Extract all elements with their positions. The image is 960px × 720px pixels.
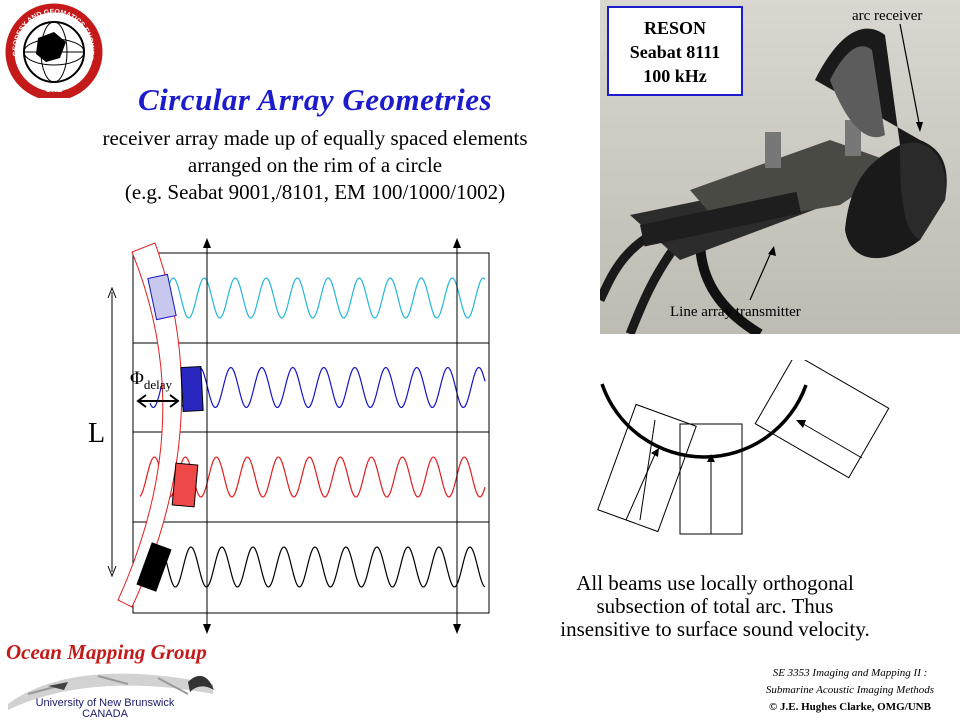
logo-unb-text: UNB	[45, 85, 63, 94]
arc-receiver-label: arc receiver	[852, 8, 923, 24]
beam-center	[679, 423, 743, 535]
subtitle-line-3: (e.g. Seabat 9001,/8101, EM 100/1000/100…	[124, 180, 506, 204]
array-element-1	[147, 273, 177, 321]
total-arc	[600, 383, 808, 459]
phase-delay-label: Φdelay	[130, 368, 172, 393]
geodesy-logo: GEODESY AND GEOMATICS ENGINEERING UNB	[2, 2, 103, 98]
beam-arrow-right	[453, 238, 461, 634]
unb-name: University of New Brunswick	[35, 697, 175, 709]
beam-arrow-left	[203, 238, 211, 634]
wave-diagram	[107, 238, 490, 634]
array-element-2	[180, 365, 204, 413]
sonar-swath-graphic	[8, 673, 214, 710]
caption-line-2: subsection of total arc. Thus	[596, 594, 834, 618]
course-line-2: Submarine Acoustic Imaging Methods	[765, 684, 935, 696]
caption-line-1: All beams use locally orthogonal	[576, 571, 854, 595]
line-array-label: Line array transmitter	[670, 304, 801, 320]
subtitle-line-2: arranged on the rim of a circle	[187, 153, 443, 177]
reson-line-3: 100 kHz	[643, 66, 707, 86]
grid-frame	[132, 252, 490, 614]
reson-label-box: RESON Seabat 8111 100 kHz	[607, 6, 743, 96]
reson-line-1: RESON	[643, 18, 706, 38]
length-label: L	[88, 418, 106, 449]
length-arrow	[107, 286, 117, 578]
ocean-mapping-group-logo: Ocean Mapping Group	[6, 640, 207, 664]
arc-caption: All beams use locally orthogonal subsect…	[510, 572, 920, 641]
array-element-4	[136, 542, 172, 592]
delay-subscript: delay	[143, 376, 173, 392]
wave-row-1	[149, 277, 486, 319]
array-arc-band	[117, 242, 183, 608]
subtitle-line-1: receiver array made up of equally spaced…	[102, 126, 528, 150]
unb-country: CANADA	[82, 708, 128, 720]
phase-delay-arrow	[136, 394, 180, 408]
beam-right	[754, 360, 890, 479]
arc-beam-diagram	[597, 360, 890, 535]
caption-line-3: insensitive to surface sound velocity.	[560, 617, 870, 641]
wave-row-2	[149, 366, 486, 409]
slide-title: Circular Array Geometries	[137, 82, 493, 117]
course-line-1: SE 3353 Imaging and Mapping II :	[772, 667, 928, 679]
phi-symbol: Φ	[130, 368, 144, 389]
wave-row-3	[139, 456, 486, 498]
beam-left	[597, 403, 697, 533]
array-element-3	[171, 462, 199, 508]
copyright-line: © J.E. Hughes Clarke, OMG/UNB	[769, 701, 931, 713]
reson-line-2: Seabat 8111	[629, 42, 721, 62]
wave-row-4	[149, 546, 486, 588]
